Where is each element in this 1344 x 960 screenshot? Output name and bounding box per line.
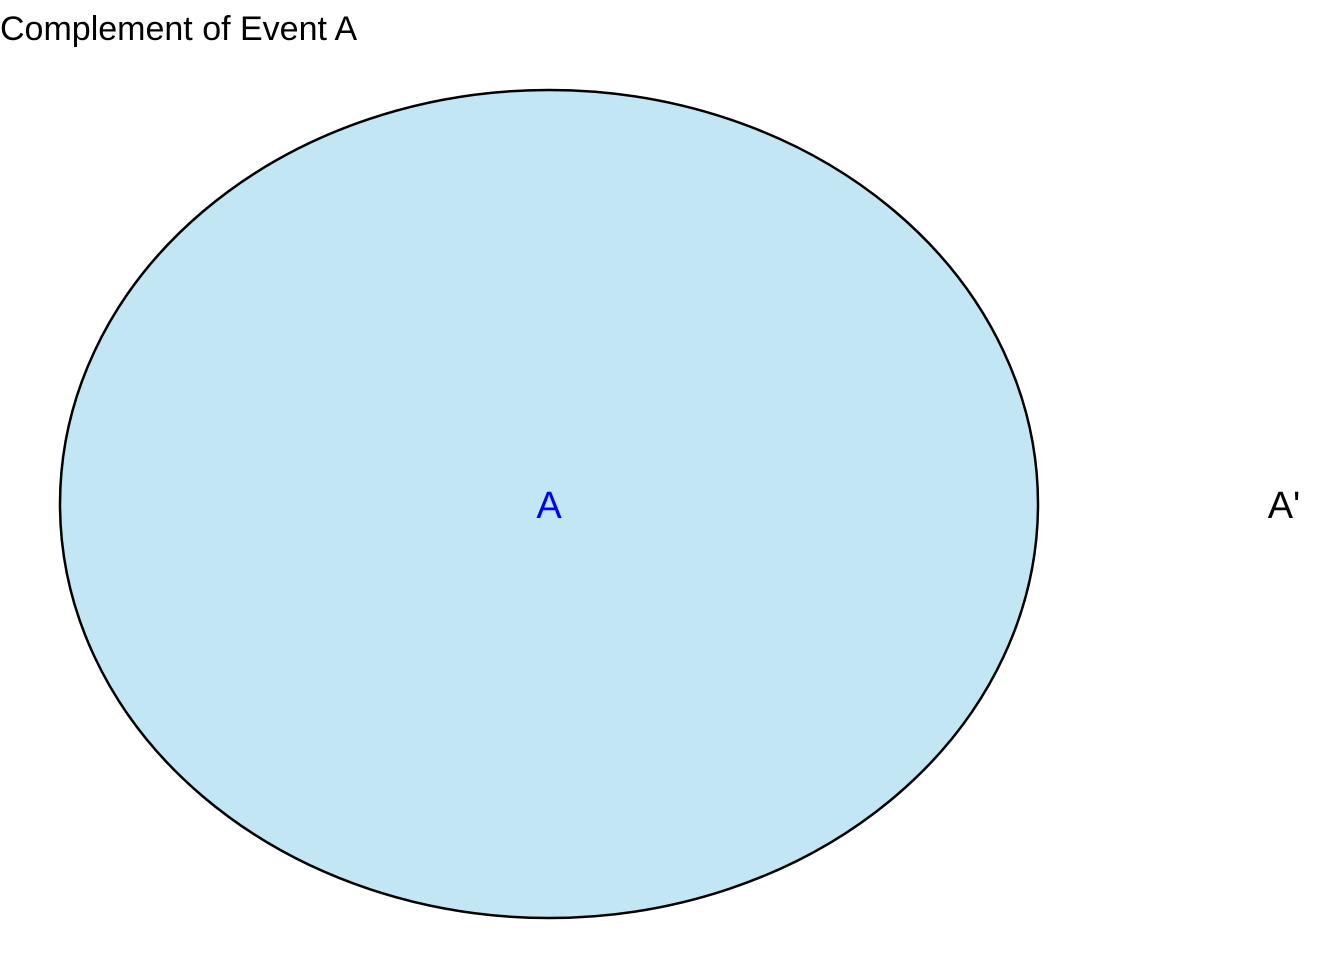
- diagram-title: Complement of Event A: [0, 10, 358, 48]
- event-a-ellipse: [58, 88, 1040, 920]
- complement-label: A': [1268, 485, 1301, 527]
- event-a-label: A: [536, 485, 562, 527]
